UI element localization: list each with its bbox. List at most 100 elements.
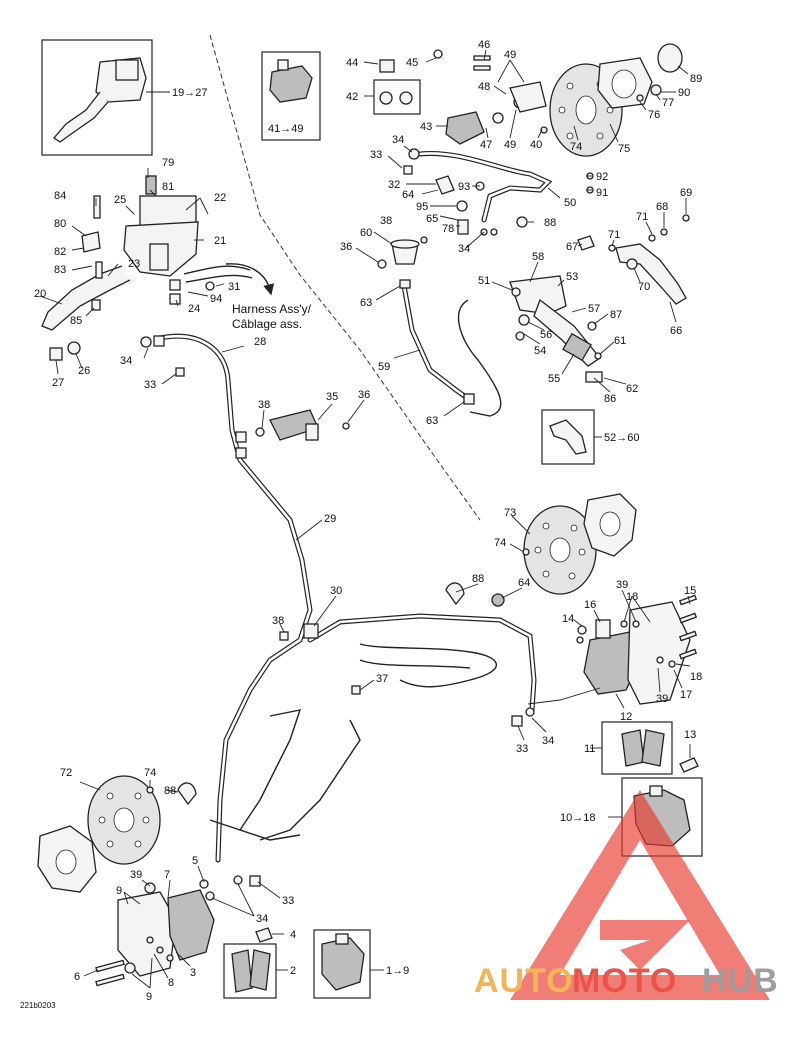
- label-33-left: 33: [144, 379, 156, 391]
- label-30: 30: [330, 585, 342, 597]
- label-16: 16: [584, 599, 596, 611]
- label-70: 70: [638, 281, 650, 293]
- label-83: 83: [54, 264, 66, 276]
- label-95: 95: [416, 201, 428, 213]
- harness-note-fr: Câblage ass.: [232, 317, 302, 331]
- frame-tubes-background: [209, 643, 497, 841]
- label-47: 47: [480, 139, 492, 151]
- label-28: 28: [254, 336, 266, 348]
- label-22: 22: [214, 192, 226, 204]
- label-63-bottom: 63: [426, 415, 438, 427]
- label-62: 62: [626, 383, 638, 395]
- label-80: 80: [54, 218, 66, 230]
- watermark-text-moto: MOTO: [572, 962, 677, 1000]
- label-90: 90: [678, 87, 690, 99]
- label-40: 40: [530, 139, 542, 151]
- label-59: 59: [378, 361, 390, 373]
- label-32: 32: [388, 179, 400, 191]
- label-92: 92: [596, 171, 608, 183]
- label-34-right: 34: [458, 243, 470, 255]
- label-3: 3: [190, 967, 196, 979]
- label-2: 2: [290, 965, 296, 977]
- brake-pads-front-left: [223, 943, 288, 999]
- brake-light-switch: [255, 409, 350, 441]
- label-44: 44: [346, 57, 358, 69]
- label-43: 43: [420, 121, 432, 133]
- label-54: 54: [534, 345, 546, 357]
- label-55: 55: [548, 373, 560, 385]
- label-49-top: 49: [504, 49, 516, 61]
- label-36-right: 36: [340, 241, 352, 253]
- label-78: 78: [442, 223, 454, 235]
- label-75: 75: [618, 143, 630, 155]
- label-74-top: 74: [570, 141, 582, 153]
- label-8: 8: [168, 977, 174, 989]
- label-53: 53: [566, 271, 578, 283]
- label-42: 42: [346, 91, 358, 103]
- label-36-left: 36: [358, 389, 370, 401]
- label-87: 87: [610, 309, 622, 321]
- label-72: 72: [60, 767, 72, 779]
- section-divider-line: [209, 34, 481, 521]
- label-6: 6: [74, 971, 80, 983]
- label-13: 13: [684, 729, 696, 741]
- label-39-right: 39: [616, 579, 628, 591]
- label-86: 86: [604, 393, 616, 405]
- label-24: 24: [188, 303, 200, 315]
- label-69: 69: [680, 187, 692, 199]
- ref-label-52-60: 52→60: [604, 432, 639, 444]
- label-74-bottom: 74: [144, 767, 156, 779]
- brake-pads-front-right: [590, 721, 699, 775]
- ref-box-caliper-41-49: 41→49: [261, 51, 321, 141]
- ref-label-10-18: 10→18: [560, 812, 595, 824]
- label-85: 85: [70, 315, 82, 327]
- label-17: 17: [680, 689, 692, 701]
- label-12: 12: [620, 711, 632, 723]
- label-57: 57: [588, 303, 600, 315]
- label-7: 7: [164, 869, 170, 881]
- ref-label-19-27: 19→27: [172, 87, 207, 99]
- label-64-mid: 64: [518, 577, 530, 589]
- label-88-mid: 88: [472, 573, 484, 585]
- label-33-right: 33: [516, 743, 528, 755]
- label-33-bottom: 33: [282, 895, 294, 907]
- label-31: 31: [228, 281, 240, 293]
- ref-label-1-9: 1→9: [386, 965, 409, 977]
- label-68: 68: [656, 201, 668, 213]
- label-50: 50: [564, 197, 576, 209]
- label-65: 65: [426, 213, 438, 225]
- label-38-right: 38: [380, 215, 392, 227]
- label-18-bottom: 18: [690, 671, 702, 683]
- front-left-brake: [37, 775, 273, 987]
- label-71-upper: 71: [636, 211, 648, 223]
- rear-reservoir: [377, 236, 502, 417]
- label-93: 93: [458, 181, 470, 193]
- label-88-top: 88: [544, 217, 556, 229]
- label-46: 46: [478, 39, 490, 51]
- label-14: 14: [562, 613, 574, 625]
- label-81: 81: [162, 181, 174, 193]
- label-94: 94: [210, 293, 222, 305]
- harness-note-en: Harness Ass'y/: [232, 302, 312, 316]
- ref-box-caliper-1-9: 1→9: [313, 929, 409, 999]
- label-76: 76: [648, 109, 660, 121]
- brake-line-main: [140, 333, 537, 863]
- label-4: 4: [290, 929, 296, 941]
- label-33-top: 33: [370, 149, 382, 161]
- label-39-left: 39: [130, 869, 142, 881]
- watermark-text-hub: HUB: [702, 962, 779, 1000]
- part-number-labels: 79 81 84 25 22 80 21 82 83 23 31 20 94 2…: [34, 39, 702, 1003]
- label-88-bottom: 88: [164, 785, 176, 797]
- label-38-top: 38: [258, 399, 270, 411]
- label-82: 82: [54, 246, 66, 258]
- figure-code: 221b0203: [20, 1001, 56, 1010]
- label-26: 26: [78, 365, 90, 377]
- label-58: 58: [532, 251, 544, 263]
- label-20: 20: [34, 288, 46, 300]
- label-39-right-low: 39: [656, 693, 668, 705]
- leader-lines: [39, 49, 691, 989]
- label-34-bottom: 34: [256, 913, 268, 925]
- label-38-mid: 38: [272, 615, 284, 627]
- label-77: 77: [662, 97, 674, 109]
